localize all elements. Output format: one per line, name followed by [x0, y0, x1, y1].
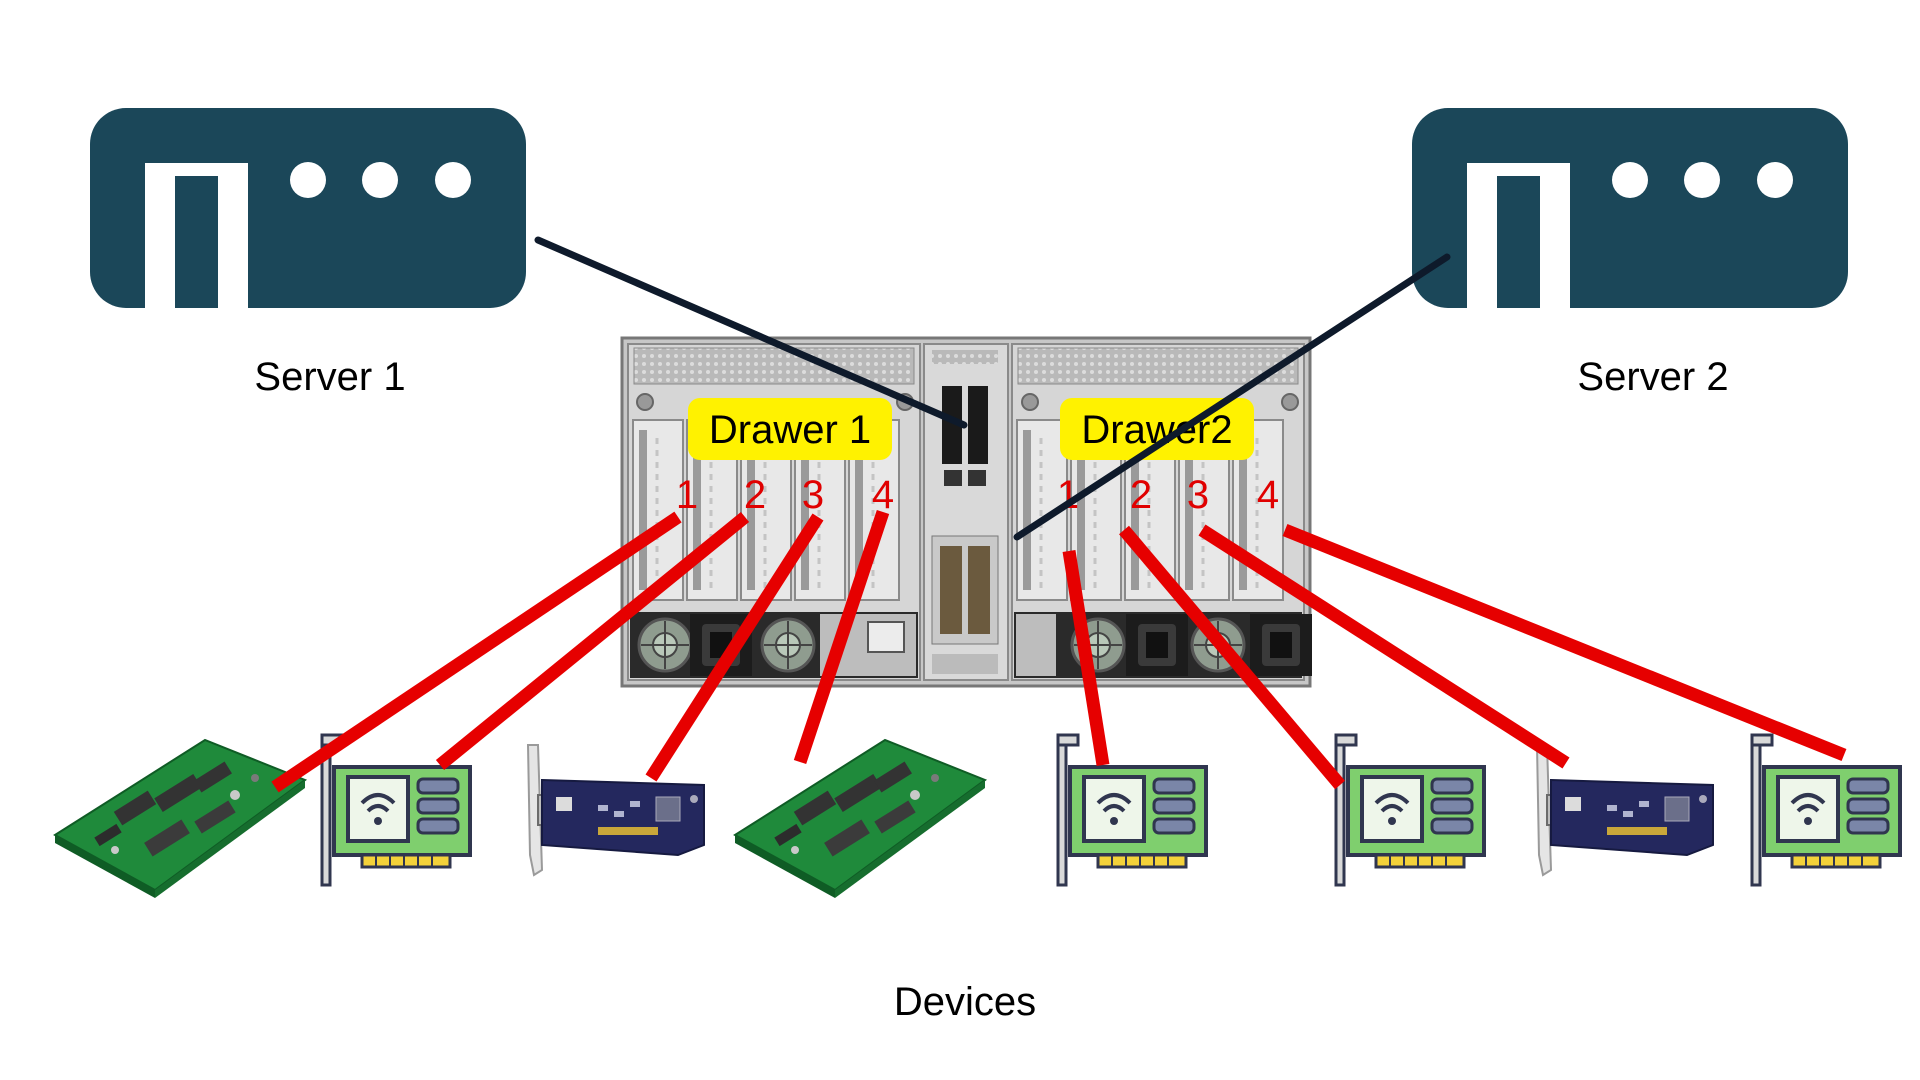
server-2-label: Server 2	[1577, 355, 1728, 399]
slot-number: 1	[676, 473, 698, 517]
slot-number: 4	[1257, 473, 1279, 517]
pcb-board-icon	[734, 739, 986, 899]
drawer-1-label-box: Drawer 1	[688, 398, 892, 460]
devices-label: Devices	[894, 980, 1036, 1024]
server-1-label: Server 1	[254, 355, 405, 399]
slot-number: 3	[1187, 473, 1209, 517]
slot-number: 2	[744, 473, 766, 517]
management-module	[923, 343, 1009, 681]
slot-number: 2	[1130, 473, 1152, 517]
slot-number: 4	[872, 473, 894, 517]
server-1: Server 1	[90, 108, 526, 399]
wifi-nic-icon	[1056, 733, 1208, 887]
wifi-nic-icon	[1334, 733, 1486, 887]
server-2-link	[1013, 253, 1451, 541]
server-2: Server 2	[1412, 108, 1848, 399]
device-link	[645, 513, 824, 782]
device-links	[271, 509, 1847, 793]
server-links	[534, 236, 1451, 541]
server-1-link	[534, 236, 968, 429]
device-link	[1282, 523, 1847, 762]
device-link	[1198, 524, 1570, 769]
drawer-2-slot-numbers: 1 2 3 4	[1057, 473, 1279, 517]
fan-icon	[633, 613, 697, 677]
network-card-icon	[527, 744, 705, 876]
device-link	[1119, 525, 1345, 790]
device-link	[1062, 549, 1110, 767]
pcb-board-icon	[54, 739, 306, 899]
device-link	[271, 511, 682, 793]
fan-icon	[756, 613, 820, 677]
device-link	[435, 511, 750, 771]
drawer-1-label: Drawer 1	[709, 408, 871, 452]
server-2-icon	[1412, 108, 1848, 308]
devices-row	[54, 733, 1902, 899]
drawer-2-label-box: Drawer2	[1060, 398, 1254, 460]
drawer-1-slot-numbers: 1 2 3 4	[676, 473, 894, 517]
server-1-icon	[90, 108, 526, 308]
device-link	[793, 509, 890, 765]
power-socket-icon	[1126, 614, 1188, 676]
power-socket-icon	[1250, 614, 1312, 676]
slot-number: 3	[802, 473, 824, 517]
wifi-nic-icon	[1750, 733, 1902, 887]
